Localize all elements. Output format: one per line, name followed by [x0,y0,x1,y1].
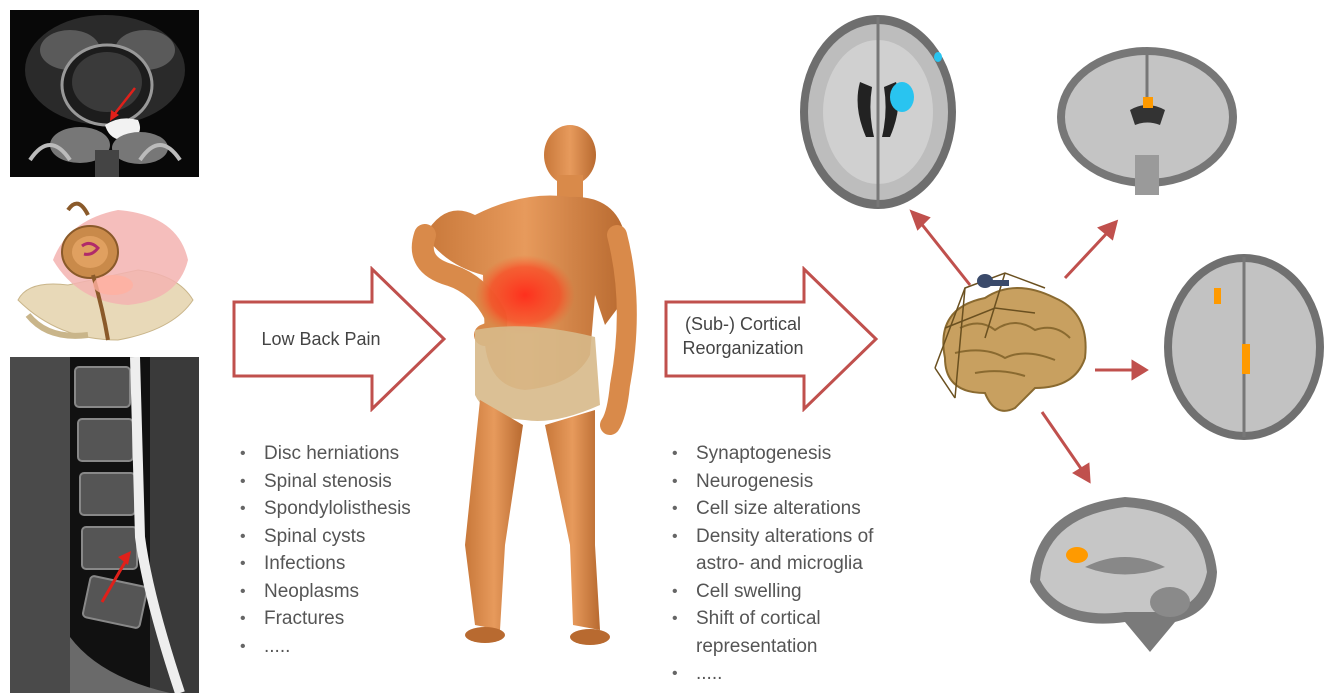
reorganization-list: Synaptogenesis Neurogenesis Cell size al… [668,440,873,688]
list-item: Cell size alterations [668,495,873,523]
list-item: Fractures [236,605,411,633]
brain-axial-scan-2 [1162,252,1325,442]
list-item: Spinal stenosis [236,468,411,496]
list-item: Spondylolisthesis [236,495,411,523]
list-item-continuation: representation [668,633,873,661]
mri-sagittal-image [10,357,199,693]
list-item-continuation: astro- and microglia [668,550,873,578]
brain-axial-scan [798,12,960,212]
brain-scaffold-illustration [925,268,1095,428]
spine-disc-illustration [8,190,200,345]
causes-list: Disc herniations Spinal stenosis Spondyl… [236,440,411,660]
list-item: ..... [236,633,411,661]
brain-coronal-scan [1055,45,1240,195]
list-item: Neoplasms [236,578,411,606]
cortical-label-line1: (Sub-) Cortical [668,312,818,336]
list-item: Synaptogenesis [668,440,873,468]
cortical-reorganization-label: (Sub-) Cortical Reorganization [668,312,818,360]
list-item: Shift of cortical [668,605,873,633]
list-item: Density alterations of [668,523,873,551]
cortical-label-line2: Reorganization [668,336,818,360]
mri-axial-image [10,10,199,177]
list-item: Infections [236,550,411,578]
list-item: ..... [668,660,873,688]
list-item: Cell swelling [668,578,873,606]
list-item: Spinal cysts [236,523,411,551]
list-item: Disc herniations [236,440,411,468]
human-back-pain-figure [405,125,650,655]
list-item: Neurogenesis [668,468,873,496]
brain-sagittal-scan [1025,492,1220,655]
cortical-reorganization-arrow: (Sub-) Cortical Reorganization [664,266,879,412]
low-back-pain-label: Low Back Pain [246,327,396,351]
